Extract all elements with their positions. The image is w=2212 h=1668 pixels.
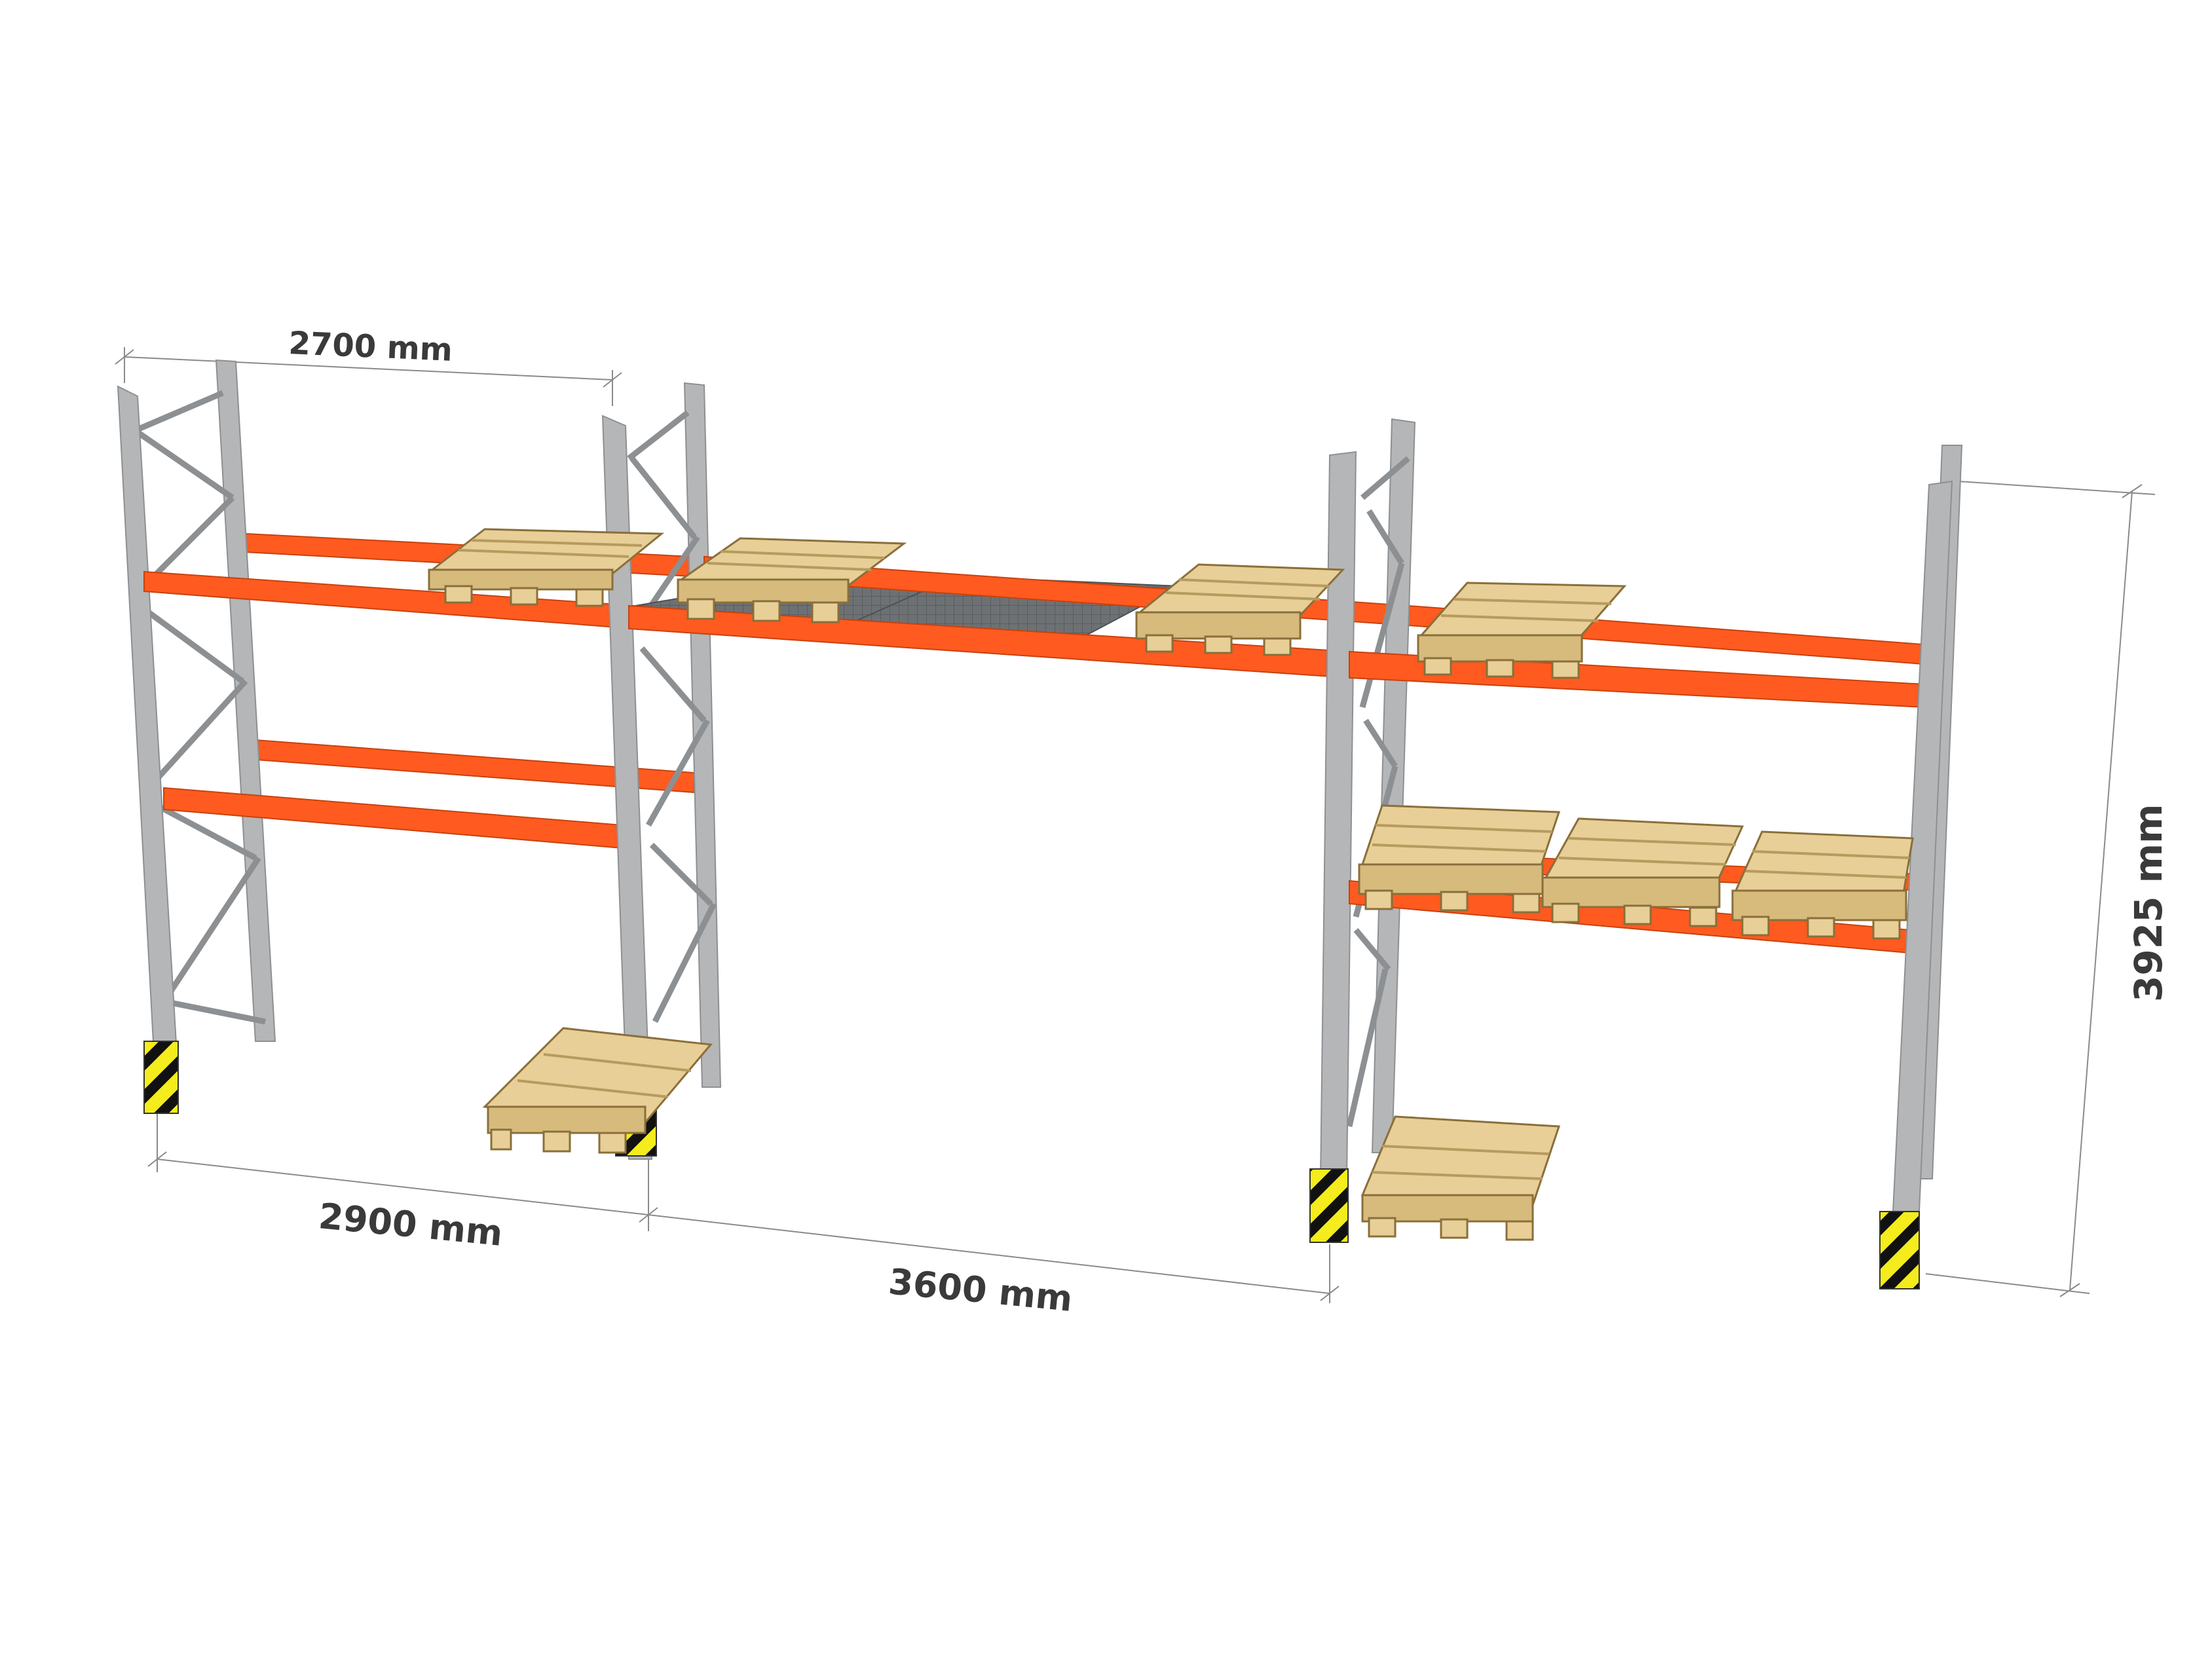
dim-depth-label: 2700 mm [288, 325, 453, 369]
column-guard-left [143, 1041, 179, 1114]
dim-height-label: 3925 mm [2126, 804, 2171, 1003]
column-guard-right-outer [1879, 1211, 1920, 1289]
middle-left-frame [601, 382, 722, 1160]
pallet [677, 537, 907, 623]
pallet [1358, 804, 1561, 914]
pallet [428, 528, 665, 607]
upright-left-front [117, 385, 178, 1055]
column-guard-right-inner [1309, 1168, 1349, 1243]
dimension-lines [115, 347, 2156, 1303]
pallet [1360, 1115, 1561, 1241]
pallet [1541, 817, 1744, 927]
beam-front-lower-left [163, 787, 623, 849]
dim-bay1-label: 2900 mm [317, 1195, 504, 1254]
pallets [428, 528, 1914, 1241]
pallet [1135, 563, 1345, 656]
pallet [1731, 830, 1914, 940]
pallet [482, 1027, 713, 1154]
upright-mid-front [601, 415, 653, 1160]
dim-bay2-label: 3600 mm [887, 1261, 1074, 1320]
pallet [1417, 582, 1627, 679]
